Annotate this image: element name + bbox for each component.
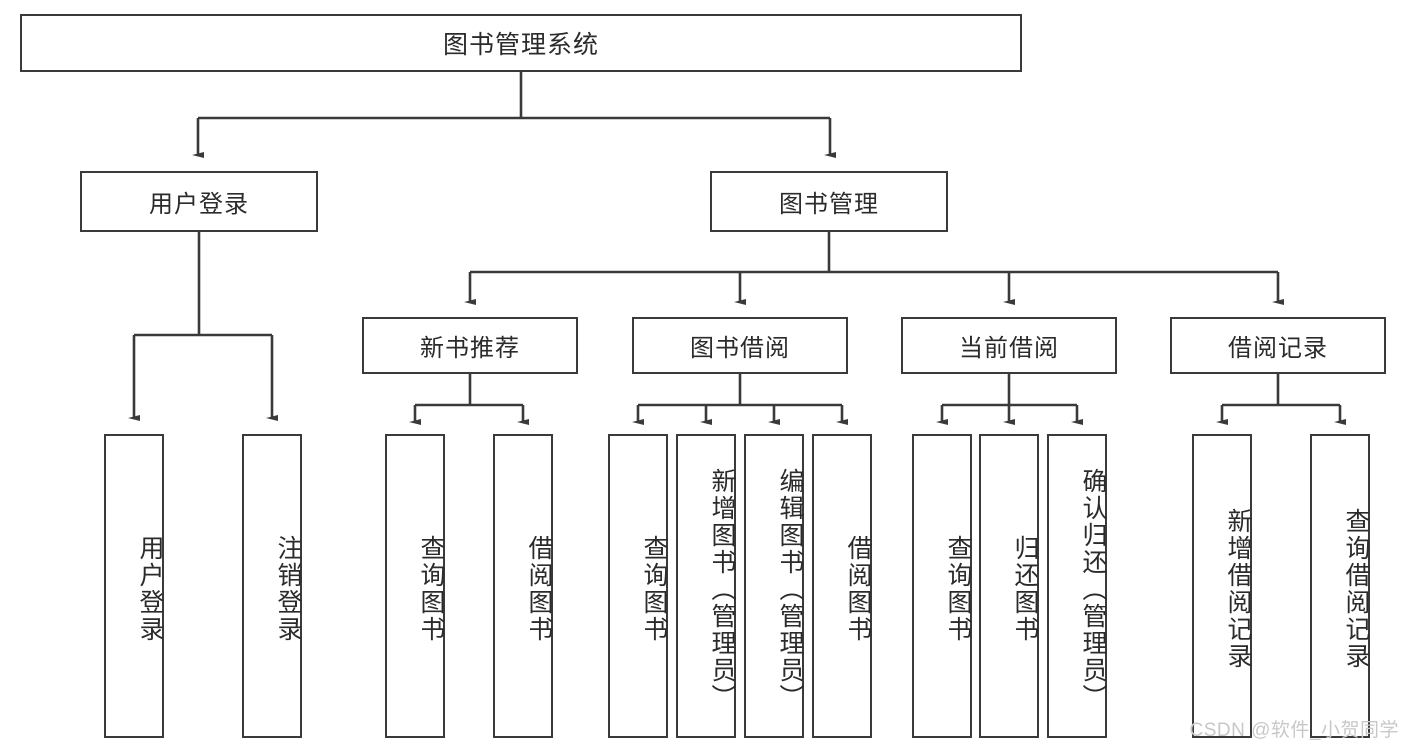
leaf-add-book-admin[interactable]: 新增图书（管理员） xyxy=(676,434,736,738)
node-label: 查询图书 xyxy=(640,535,668,643)
leaf-edit-book-admin[interactable]: 编辑图书（管理员） xyxy=(744,434,804,738)
node-book-borrow[interactable]: 图书借阅 xyxy=(632,317,848,374)
node-label: 借阅记录 xyxy=(1228,335,1328,362)
leaf-query-book-current[interactable]: 查询图书 xyxy=(912,434,972,738)
node-label: 确认归还（管理员） xyxy=(1079,467,1107,711)
leaf-add-borrow-record[interactable]: 新增借阅记录 xyxy=(1192,434,1252,738)
node-label: 查询图书 xyxy=(417,535,445,643)
node-borrow-record[interactable]: 借阅记录 xyxy=(1170,317,1386,374)
node-label: 新增图书（管理员） xyxy=(708,467,736,711)
node-label: 借阅图书 xyxy=(844,535,872,643)
node-label: 图书管理 xyxy=(779,191,879,218)
node-label: 查询借阅记录 xyxy=(1342,508,1370,670)
leaf-borrow-book[interactable]: 借阅图书 xyxy=(812,434,872,738)
node-book-management[interactable]: 图书管理 xyxy=(710,171,948,232)
leaf-return-book[interactable]: 归还图书 xyxy=(979,434,1039,738)
node-label: 用户登录 xyxy=(149,191,249,218)
node-label: 新增借阅记录 xyxy=(1224,508,1252,670)
leaf-borrow-book-recommend[interactable]: 借阅图书 xyxy=(493,434,553,738)
node-current-borrow[interactable]: 当前借阅 xyxy=(901,317,1117,374)
watermark: CSDN @软件_小贺同学 xyxy=(1189,720,1399,741)
node-label: 查询图书 xyxy=(944,535,972,643)
leaf-user-login[interactable]: 用户登录 xyxy=(104,434,164,738)
leaf-confirm-return-admin[interactable]: 确认归还（管理员） xyxy=(1047,434,1107,738)
node-label: 归还图书 xyxy=(1011,535,1039,643)
node-label: 编辑图书（管理员） xyxy=(776,467,804,711)
node-label: 注销登录 xyxy=(274,535,302,643)
node-user-login[interactable]: 用户登录 xyxy=(80,171,318,232)
node-label: 图书借阅 xyxy=(690,335,790,362)
node-root-book-management-system[interactable]: 图书管理系统 xyxy=(20,14,1022,72)
node-label: 借阅图书 xyxy=(525,535,553,643)
leaf-query-book-borrow[interactable]: 查询图书 xyxy=(608,434,668,738)
node-label: 用户登录 xyxy=(136,535,164,643)
node-label: 新书推荐 xyxy=(420,335,520,362)
node-new-book-recommend[interactable]: 新书推荐 xyxy=(362,317,578,374)
node-label: 图书管理系统 xyxy=(442,31,599,59)
leaf-query-borrow-record[interactable]: 查询借阅记录 xyxy=(1310,434,1370,738)
leaf-query-book-recommend[interactable]: 查询图书 xyxy=(385,434,445,738)
leaf-logout[interactable]: 注销登录 xyxy=(242,434,302,738)
node-label: 当前借阅 xyxy=(959,335,1059,362)
